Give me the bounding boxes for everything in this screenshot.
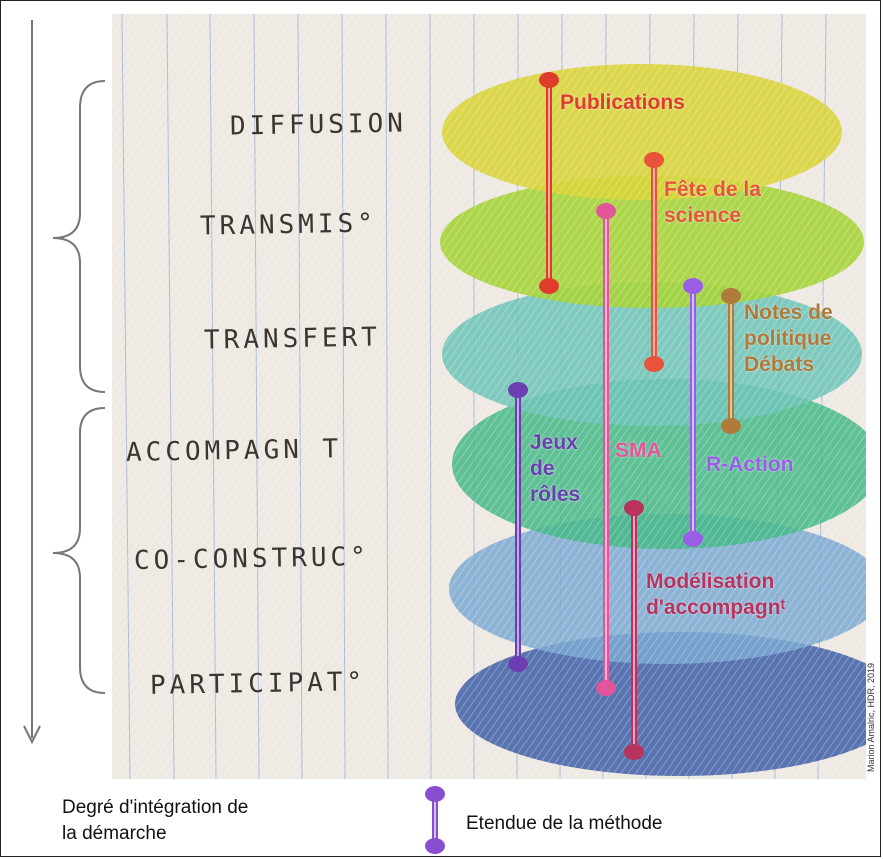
legend-axis-line-2: la démarche <box>62 823 167 844</box>
bar-fete-de-la-science <box>644 152 664 372</box>
label-notes-line-3: Débats <box>744 353 815 376</box>
method-bars <box>508 72 741 760</box>
brace-upper <box>52 80 106 393</box>
bar-jeux-de-roles <box>508 382 528 672</box>
bar-sma <box>596 203 616 696</box>
photo-credit-text: Marion Amalric, HDR, 2019 <box>866 662 876 772</box>
brace-lower <box>52 407 106 694</box>
legend-axis: Degré d'intégration de la démarche <box>62 795 248 847</box>
label-modelisation-line-1: Modélisation <box>646 570 775 593</box>
legend-axis-line-1: Degré d'intégration de <box>62 797 249 818</box>
label-jeux-line-1: Jeux <box>530 431 578 454</box>
integration-arrow <box>23 20 41 745</box>
level-diffusion: DIFFUSION <box>229 108 408 142</box>
label-jeux-line-3: rôles <box>530 483 581 506</box>
label-notes-line-2: politique <box>744 327 832 350</box>
label-sma: SMA <box>615 438 662 464</box>
level-ellipses <box>112 14 866 779</box>
label-fete-line-1: Fête de la <box>664 178 761 201</box>
label-r-action-text: R-Action <box>706 453 794 476</box>
level-participation: PARTICIPAT° <box>149 667 367 701</box>
legend-extent: Etendue de la méthode <box>466 813 663 834</box>
level-co-construction: CO-CONSTRUC° <box>133 541 371 577</box>
label-jeux-line-2: de <box>530 457 555 480</box>
label-modelisation-line-2: d'accompagnᵗ <box>646 596 786 619</box>
drawing <box>112 14 866 779</box>
label-fete-de-la-science: Fête de la science <box>664 177 761 229</box>
bar-notes-de-politique <box>721 288 741 434</box>
level-transfert: TRANSFERT <box>203 322 382 356</box>
label-notes-line-1: Notes de <box>744 301 833 324</box>
level-accompagnement: ACCOMPAGN T <box>125 434 343 468</box>
label-jeux-de-roles: Jeux de rôles <box>530 430 580 508</box>
label-sma-text: SMA <box>615 439 662 462</box>
label-fete-line-2: science <box>664 204 742 227</box>
label-modelisation: Modélisation d'accompagnᵗ <box>646 569 785 621</box>
label-publications: Publications <box>560 90 685 116</box>
bar-r-action <box>683 278 703 547</box>
label-notes-de-politique: Notes de politique Débats <box>744 300 833 378</box>
legend-extent-icon <box>425 786 445 854</box>
level-transmission: TRANSMIS° <box>199 208 378 242</box>
label-r-action: R-Action <box>706 452 794 478</box>
bar-modelisation <box>624 500 644 760</box>
photo-credit: Marion Amalric, HDR, 2019 <box>856 632 876 772</box>
bar-publications <box>539 72 559 294</box>
paper-photo: DIFFUSION TRANSMIS° TRANSFERT ACCOMPAGN … <box>112 14 866 779</box>
label-publications-text: Publications <box>560 91 685 114</box>
